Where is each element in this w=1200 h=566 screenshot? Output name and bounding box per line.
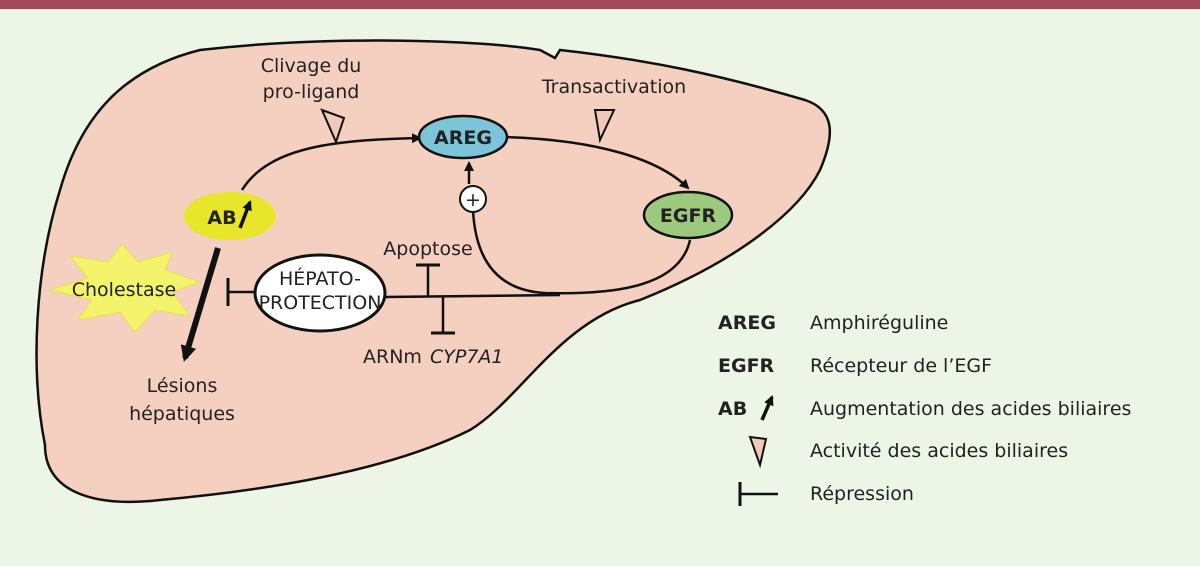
apoptose-label: Apoptose (383, 238, 472, 260)
plus-label: + (465, 189, 481, 211)
transactivation-label: Transactivation (541, 76, 686, 98)
lesions-label-line2: hépatiques (129, 403, 235, 425)
positive-regulation-circle (459, 185, 487, 213)
egfr-feedback-loop (471, 209, 692, 295)
legend-text-ab: Augmentation des acides biliaires (810, 398, 1131, 420)
legend-text-areg: Amphiréguline (810, 312, 948, 334)
ab-increase-arrow-icon (238, 200, 252, 229)
cholestase-star (48, 243, 202, 333)
clivage-label-line2: pro-ligand (263, 81, 360, 103)
ab-to-lesions-arrow (180, 247, 221, 362)
legend-key-ab: AB (718, 398, 747, 420)
ab-to-areg-arrow (240, 133, 422, 191)
bile-acid-activity-triangle-1 (320, 108, 346, 145)
areg-label: AREG (434, 127, 492, 149)
lesions-label-line1: Lésions (147, 375, 218, 397)
legend-text-activity: Activité des acides biliaires (810, 440, 1068, 462)
hepatoprotection-label-line1: HÉPATO- (279, 267, 361, 290)
egfr-node (642, 190, 734, 240)
bile-acid-activity-triangle-2 (593, 109, 616, 144)
areg-node (417, 114, 509, 160)
hepatoprotection-node (253, 253, 387, 333)
legend-triangle-icon (748, 435, 768, 469)
top-color-bar (0, 0, 1200, 9)
ab-label: AB (207, 207, 236, 229)
arnm-label: ARNm (363, 346, 422, 368)
areg-to-egfr-arrow (505, 135, 690, 190)
hepatoprotection-label-line2: PROTECTION (259, 292, 382, 314)
legend-text-repression: Répression (810, 483, 914, 505)
egfr-to-hepatoprotection-line (384, 293, 561, 299)
egfr-label: EGFR (660, 205, 717, 227)
legend-key-areg: AREG (718, 312, 776, 334)
cholestase-label: Cholestase (72, 279, 176, 301)
cyp7a1-label: CYP7A1 (430, 346, 504, 368)
legend-key-egfr: EGFR (718, 355, 775, 377)
legend-increase-arrow-icon (760, 395, 774, 421)
legend: AREG Amphiréguline EGFR Récepteur de l’E… (718, 312, 1131, 506)
ab-node (184, 192, 276, 240)
clivage-label-line1: Clivage du (261, 55, 362, 77)
legend-text-egfr: Récepteur de l’EGF (810, 355, 992, 377)
